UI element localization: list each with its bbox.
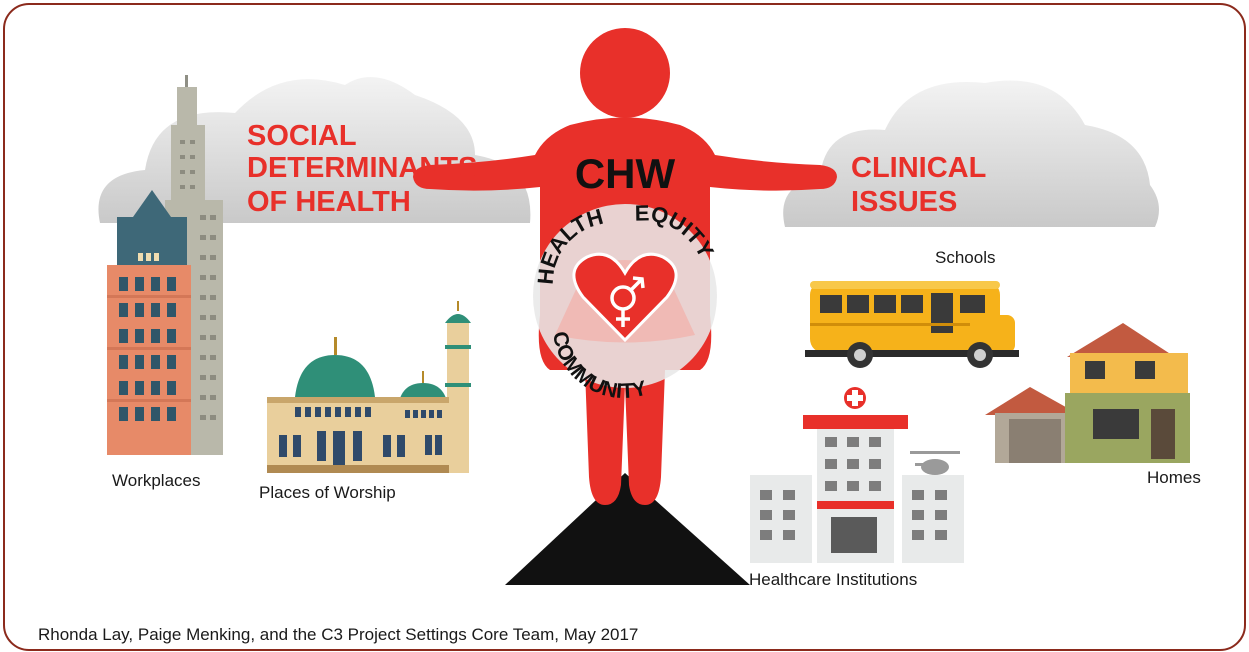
house: [985, 323, 1190, 463]
mosque-building: [267, 301, 471, 473]
label-schools: Schools: [935, 248, 995, 267]
credit-line: Rhonda Lay, Paige Menking, and the C3 Pr…: [38, 625, 639, 644]
pedestal: [505, 473, 750, 585]
school-bus: [805, 281, 1019, 368]
label-homes: Homes: [1147, 468, 1201, 487]
label-healthcare-institutions: Healthcare Institutions: [749, 570, 917, 589]
right-cloud: [783, 80, 1159, 227]
infographic-scene: HEALTH EQUITY COMMUNITY CHW SOCIAL DETER…: [98, 28, 1201, 589]
gender-symbol-icon: [610, 276, 645, 327]
social-determinants-heading: SOCIAL DETERMINANTS OF HEALTH: [247, 120, 477, 218]
heart-icon: [572, 252, 678, 343]
hospital-building: [750, 387, 964, 563]
svg-text:CLINICAL: CLINICAL: [851, 152, 986, 184]
svg-text:OF HEALTH: OF HEALTH: [247, 186, 411, 218]
svg-text:SOCIAL: SOCIAL: [247, 120, 357, 152]
label-workplaces: Workplaces: [112, 471, 201, 490]
brick-office-building: [107, 190, 191, 455]
label-places-of-worship: Places of Worship: [259, 483, 396, 502]
chw-title: CHW: [575, 150, 676, 197]
svg-text:ISSUES: ISSUES: [851, 186, 957, 218]
svg-text:DETERMINANTS: DETERMINANTS: [247, 152, 477, 184]
infographic-frame: HEALTH EQUITY COMMUNITY CHW SOCIAL DETER…: [3, 3, 1246, 651]
clinical-issues-heading: CLINICAL ISSUES: [851, 152, 986, 218]
